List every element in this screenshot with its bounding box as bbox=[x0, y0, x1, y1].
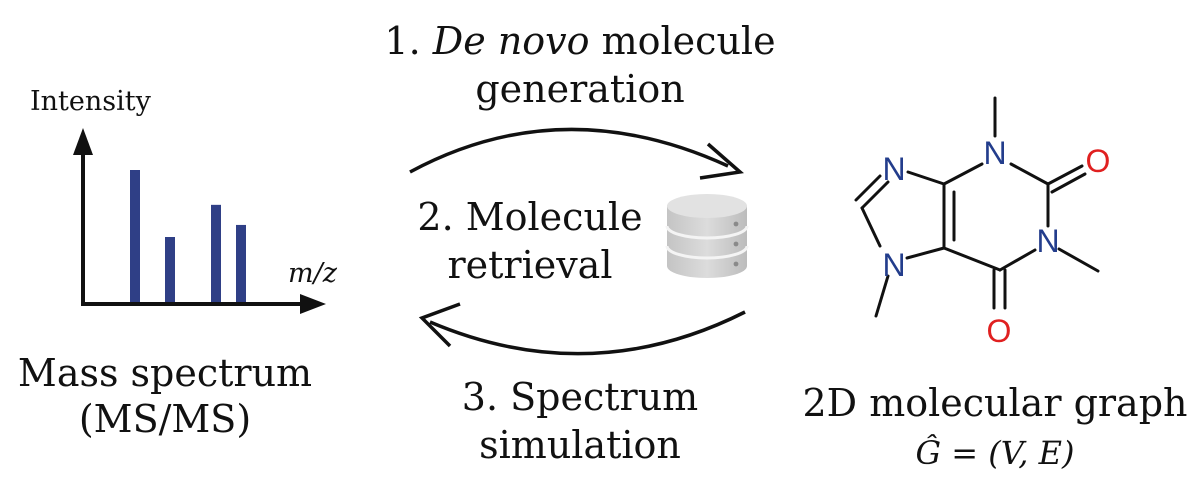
atom-o6-label: O bbox=[987, 313, 1012, 349]
step3-label-line1: 3. Spectrum bbox=[461, 375, 699, 419]
step2-label-line1: 2. Molecule bbox=[417, 195, 643, 239]
formula-g-hat: Ĝ bbox=[915, 434, 942, 472]
step1-suffix: molecule bbox=[601, 19, 776, 63]
step1-label-line1: 1. De novo molecule bbox=[340, 18, 820, 64]
atom-n1-label: N bbox=[1036, 223, 1059, 259]
caffeine-molecule: N N N N O O bbox=[854, 96, 1111, 349]
process-arrows bbox=[409, 127, 746, 356]
atom-n9-label: N bbox=[882, 151, 905, 187]
spectrum-peak-bar bbox=[165, 237, 175, 304]
formula-equals: = bbox=[951, 434, 979, 472]
step2-label-line2: retrieval bbox=[447, 243, 613, 287]
forward-arc-arrow bbox=[409, 127, 729, 174]
backward-arrowhead bbox=[418, 302, 461, 348]
spectrum-peak-bar bbox=[211, 204, 221, 304]
spectrum-caption-line2: (MS/MS) bbox=[78, 397, 252, 441]
step1-italic: De novo bbox=[432, 19, 590, 63]
formula-tuple: (V, E) bbox=[988, 434, 1075, 472]
x-axis-arrowhead bbox=[300, 294, 326, 314]
atom-o2-label: O bbox=[1086, 143, 1111, 179]
x-axis-label: m/z bbox=[288, 258, 337, 289]
backward-arc-arrow bbox=[429, 310, 746, 356]
database-icon bbox=[665, 194, 749, 278]
atom-n7-label: N bbox=[882, 247, 905, 283]
step1-prefix: 1. bbox=[384, 19, 421, 63]
mass-spectrum-plot bbox=[73, 128, 326, 314]
step3-label-line2: simulation bbox=[479, 423, 681, 467]
y-axis-label: Intensity bbox=[30, 86, 151, 117]
forward-arrowhead bbox=[699, 142, 744, 180]
step1-label-line2: generation bbox=[475, 67, 685, 111]
molecule-caption: 2D molecular graph bbox=[802, 381, 1188, 425]
y-axis-arrowhead bbox=[73, 128, 93, 155]
spectrum-peak-bar bbox=[236, 224, 246, 304]
molecule-formula: Ĝ = (V, E) bbox=[790, 430, 1200, 476]
spectrum-peak-bar bbox=[130, 170, 140, 304]
spectrum-caption-line1: Mass spectrum bbox=[17, 351, 313, 395]
atom-n3-label: N bbox=[983, 135, 1006, 171]
